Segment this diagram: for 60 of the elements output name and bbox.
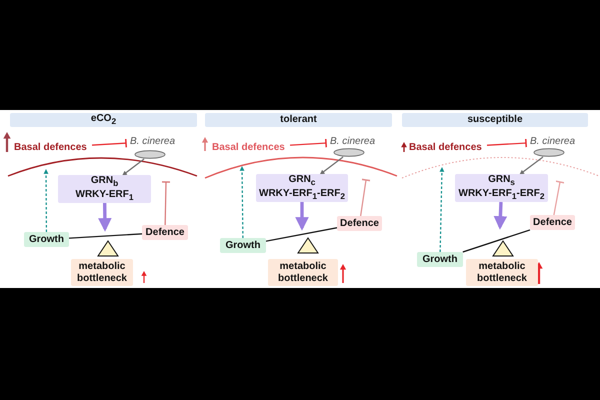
arrow	[98, 202, 112, 232]
arrow	[440, 167, 444, 252]
heading-band	[10, 113, 197, 127]
box-text: WRKY-ERF$_{1}$	[76, 189, 134, 203]
text-label: Basal defences	[409, 141, 487, 154]
lever-line	[266, 227, 338, 242]
process-box	[24, 232, 69, 247]
process-box	[455, 174, 548, 202]
inhibition-line	[360, 178, 370, 216]
process-box	[268, 259, 338, 286]
box-text: metabolic bottleneck	[476, 260, 528, 284]
process-box	[142, 225, 188, 240]
box-text: GRN$_{b}$	[90, 175, 118, 189]
process-box	[58, 175, 151, 203]
lever-line	[68, 233, 142, 239]
heading-text: eCO$_{2}$	[90, 113, 116, 127]
arrow	[240, 166, 244, 238]
text-label: Basal defences	[212, 141, 290, 154]
process-box	[220, 238, 266, 253]
box-text: metabolic bottleneck	[276, 260, 329, 284]
box-text: metabolic bottleneck	[76, 260, 128, 284]
arrow	[320, 156, 344, 175]
pathogen-label: B. cinerea	[126, 135, 180, 148]
process-box	[256, 174, 348, 202]
inhibition-line	[553, 180, 564, 216]
arrow	[122, 158, 144, 176]
box-text: WRKY-ERF$_{1}$-ERF$_{2}$	[458, 188, 544, 202]
spore-icon	[533, 148, 565, 157]
heading-band	[402, 113, 588, 127]
process-box	[417, 252, 463, 267]
box-text: Growth	[29, 234, 64, 246]
arrow	[295, 202, 309, 231]
inhibition-line	[486, 138, 527, 148]
box-text: Growth	[226, 240, 260, 252]
process-box	[530, 215, 575, 230]
lever-line	[462, 229, 530, 253]
arrow	[494, 202, 508, 230]
box-text: Defence	[146, 226, 184, 238]
inhibition-line	[290, 138, 327, 148]
box-text: WRKY-ERF$_{1}$-ERF$_{2}$	[259, 188, 345, 202]
process-box	[71, 259, 133, 286]
heading-text: susceptible	[467, 114, 523, 126]
arrow	[519, 156, 544, 175]
inhibition-line	[162, 181, 170, 226]
process-box	[337, 216, 382, 231]
box-text: Defence	[533, 216, 572, 228]
box-text: GRN$_{s}$	[488, 174, 515, 188]
box-text: GRN$_{c}$	[288, 174, 316, 188]
heading-band	[205, 113, 392, 127]
box-text: Growth	[422, 254, 458, 266]
pathogen-label: B. cinerea	[326, 135, 380, 148]
heading-text: tolerant	[280, 114, 317, 126]
inhibition-line	[92, 138, 127, 148]
pathogen-label: B. cinerea	[526, 135, 580, 148]
arrow	[44, 169, 48, 232]
text-label: Basal defences	[14, 141, 92, 154]
box-text: Defence	[340, 218, 379, 230]
process-box	[466, 259, 538, 286]
spore-icon	[134, 150, 166, 159]
spore-icon	[333, 148, 365, 157]
